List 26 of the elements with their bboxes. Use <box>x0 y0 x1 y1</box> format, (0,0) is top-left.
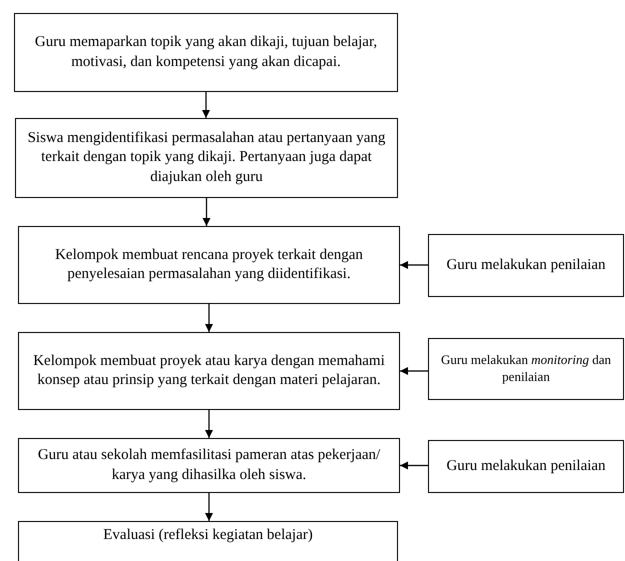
step-text: Evaluasi (refleksi kegiatan belajar) <box>103 526 313 545</box>
arrow <box>202 198 210 226</box>
step-text: Kelompok membuat proyek atau karya dengan memahami konsep atau prinsip yang terkait dengan materi pelajaran. <box>32 352 386 390</box>
step-text: Guru melakukan monitoring dan penilaian <box>440 352 612 386</box>
step-text: Guru memaparkan topik yang akan dikaji, tujuan belajar, motivasi, dan kompetensi yang akan dicapai. <box>34 33 378 72</box>
step-text: Guru melakukan penilaian <box>446 456 606 476</box>
arrow <box>205 304 213 332</box>
step-text: Guru melakukan penilaian <box>446 256 606 275</box>
arrow <box>400 462 428 470</box>
process-box <box>18 226 400 304</box>
process-box <box>18 438 400 493</box>
assessment-box <box>428 338 624 400</box>
arrow <box>400 367 428 375</box>
process-box <box>18 521 398 561</box>
arrow <box>400 261 428 269</box>
step-text: Siswa mengidentifikasi permasalahan atau pertanyaan yang terkait dengan topik yang dikaji. Pertanyaan juga dapat diajukan oleh guru <box>26 128 386 187</box>
arrow <box>205 493 213 521</box>
step-text: Guru atau sekolah memfasilitasi pameran atas pekerjaan/ karya yang dihasilka oleh siswa. <box>36 446 382 484</box>
arrow <box>202 92 210 118</box>
arrow <box>205 410 213 438</box>
process-box <box>14 13 398 92</box>
process-box <box>15 118 398 198</box>
step-text: Kelompok membuat rencana proyek terkait dengan penyelesaian permasalahan yang diidentifikasi. <box>54 246 364 284</box>
assessment-box <box>428 440 624 493</box>
assessment-box <box>428 234 624 297</box>
process-box <box>18 332 400 410</box>
